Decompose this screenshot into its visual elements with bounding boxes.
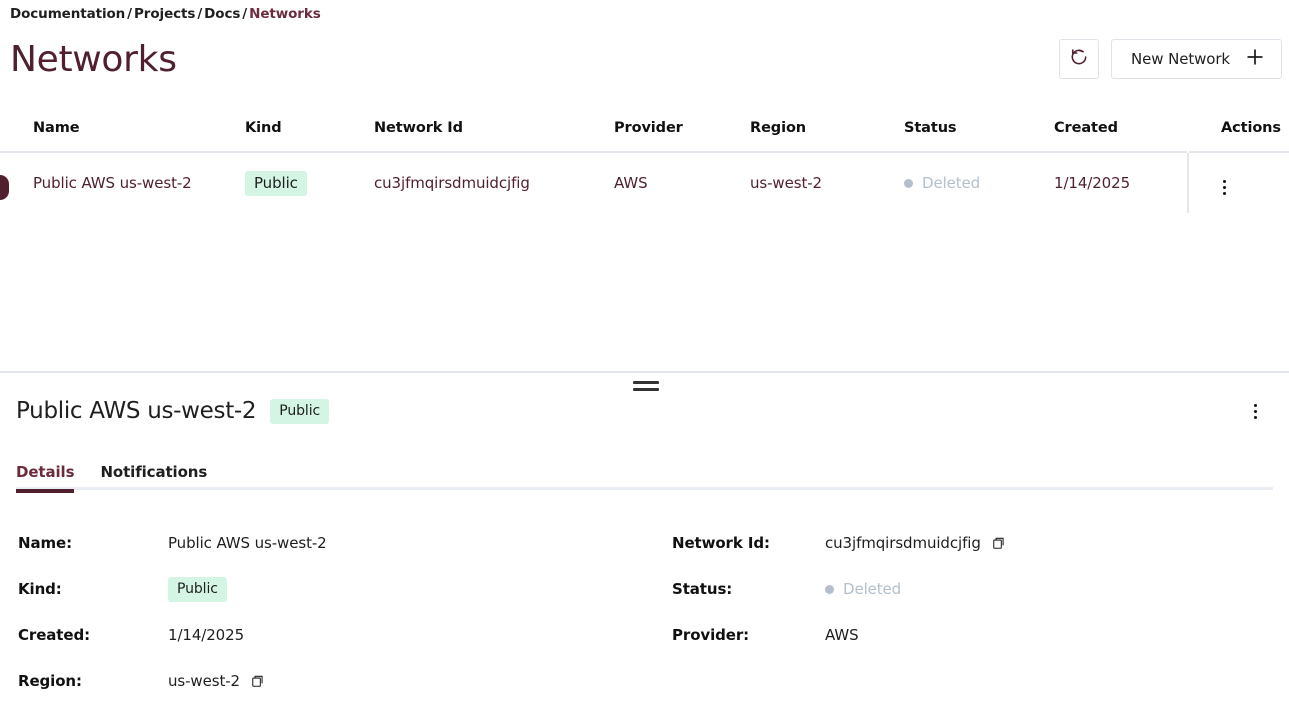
- detail-kind-badge: Public: [270, 398, 330, 424]
- cell-network-id: cu3jfmqirsdmuidcjfig: [374, 174, 530, 192]
- new-network-button[interactable]: New Network: [1110, 39, 1282, 79]
- plus-icon: [1244, 46, 1266, 72]
- new-network-label: New Network: [1130, 50, 1230, 68]
- field-label-region: Region:: [18, 672, 82, 690]
- field-label-name: Name:: [18, 534, 72, 552]
- field-value-network-id: cu3jfmqirsdmuidcjfig: [825, 534, 1006, 552]
- field-label-status: Status:: [672, 580, 733, 598]
- page-title: Networks: [10, 39, 177, 80]
- field-label-kind: Kind:: [18, 580, 62, 598]
- status-badge: Deleted: [904, 174, 1054, 192]
- field-label-provider: Provider:: [672, 626, 750, 644]
- kind-badge: Public: [245, 170, 307, 196]
- breadcrumb-item-docs[interactable]: Docs: [204, 6, 241, 22]
- column-header-name[interactable]: Name: [33, 120, 80, 136]
- networks-table: Name Kind Network Id Provider Region Sta…: [0, 112, 1289, 213]
- table-row[interactable]: Public AWS us-west-2 Public cu3jfmqirsdm…: [0, 152, 1289, 213]
- header-actions: New Network: [1058, 39, 1282, 79]
- field-region: Region: us-west-2: [0, 658, 655, 704]
- field-value-status: Deleted: [825, 580, 901, 598]
- detail-kebab-menu-icon[interactable]: [1252, 402, 1259, 421]
- refresh-counterclockwise-icon: [1069, 47, 1089, 71]
- field-status: Status: Deleted: [655, 566, 1289, 612]
- column-header-status[interactable]: Status: [904, 120, 957, 136]
- status-dot-icon: [904, 178, 913, 188]
- field-label-network-id: Network Id:: [672, 534, 770, 552]
- breadcrumb-item-documentation[interactable]: Documentation: [10, 6, 126, 22]
- copy-icon[interactable]: [251, 674, 265, 688]
- cell-kind: Public: [245, 152, 374, 213]
- breadcrumb-separator: /: [242, 6, 248, 22]
- breadcrumb: Documentation/Projects/Docs/Networks: [10, 5, 321, 23]
- column-header-kind[interactable]: Kind: [245, 120, 282, 136]
- detail-fields-left: Name: Public AWS us-west-2 Kind: Public …: [0, 520, 655, 704]
- row-kebab-menu-icon[interactable]: [1221, 178, 1228, 197]
- breadcrumb-item-projects[interactable]: Projects: [134, 6, 196, 22]
- kind-badge: Public: [168, 576, 227, 602]
- breadcrumb-separator: /: [127, 6, 133, 22]
- table-header: Name Kind Network Id Provider Region Sta…: [0, 112, 1289, 152]
- field-value-kind: Public: [168, 576, 227, 602]
- cell-name: Public AWS us-west-2: [33, 174, 192, 192]
- column-header-provider[interactable]: Provider: [614, 120, 683, 136]
- tab-notifications[interactable]: Notifications: [100, 463, 208, 481]
- field-label-created: Created:: [18, 626, 90, 644]
- status-badge: Deleted: [825, 580, 901, 598]
- field-value-created: 1/14/2025: [168, 626, 245, 644]
- column-header-region[interactable]: Region: [750, 120, 807, 136]
- copy-icon[interactable]: [992, 536, 1006, 550]
- cell-actions: [1187, 152, 1289, 213]
- detail-tabs: Details Notifications: [16, 456, 1273, 493]
- cell-created: 1/14/2025: [1054, 174, 1131, 192]
- field-text-region: us-west-2: [168, 672, 240, 690]
- detail-fields-grid: Name: Public AWS us-west-2 Kind: Public …: [0, 520, 1289, 704]
- column-header-created[interactable]: Created: [1054, 120, 1118, 136]
- status-label: Deleted: [843, 580, 902, 598]
- status-label: Deleted: [922, 174, 981, 192]
- field-provider: Provider: AWS: [655, 612, 1289, 658]
- row-selected-indicator: [0, 175, 9, 200]
- detail-panel-header: Public AWS us-west-2 Public: [16, 396, 330, 426]
- field-text-network-id: cu3jfmqirsdmuidcjfig: [825, 534, 981, 552]
- table-body: Public AWS us-west-2 Public cu3jfmqirsdm…: [0, 152, 1289, 213]
- cell-provider: AWS: [614, 174, 648, 192]
- panel-divider: [0, 371, 1289, 373]
- field-network-id: Network Id: cu3jfmqirsdmuidcjfig: [655, 520, 1289, 566]
- field-value-region: us-west-2: [168, 672, 265, 690]
- refresh-button[interactable]: [1058, 39, 1099, 79]
- field-kind: Kind: Public: [0, 566, 655, 612]
- cell-region: us-west-2: [750, 174, 822, 192]
- status-dot-icon: [825, 584, 834, 594]
- tab-details[interactable]: Details: [16, 463, 75, 493]
- breadcrumb-item-networks[interactable]: Networks: [249, 6, 321, 22]
- cell-status: Deleted: [904, 152, 1054, 213]
- detail-fields-right: Network Id: cu3jfmqirsdmuidcjfig Status:…: [655, 520, 1289, 704]
- field-created: Created: 1/14/2025: [0, 612, 655, 658]
- field-value-provider: AWS: [825, 626, 859, 644]
- column-header-network-id[interactable]: Network Id: [374, 120, 463, 136]
- drag-handle-icon[interactable]: [633, 379, 659, 393]
- detail-title: Public AWS us-west-2: [16, 398, 257, 424]
- field-value-name: Public AWS us-west-2: [168, 534, 327, 552]
- field-name: Name: Public AWS us-west-2: [0, 520, 655, 566]
- column-header-actions: Actions: [1187, 112, 1289, 152]
- breadcrumb-separator: /: [197, 6, 203, 22]
